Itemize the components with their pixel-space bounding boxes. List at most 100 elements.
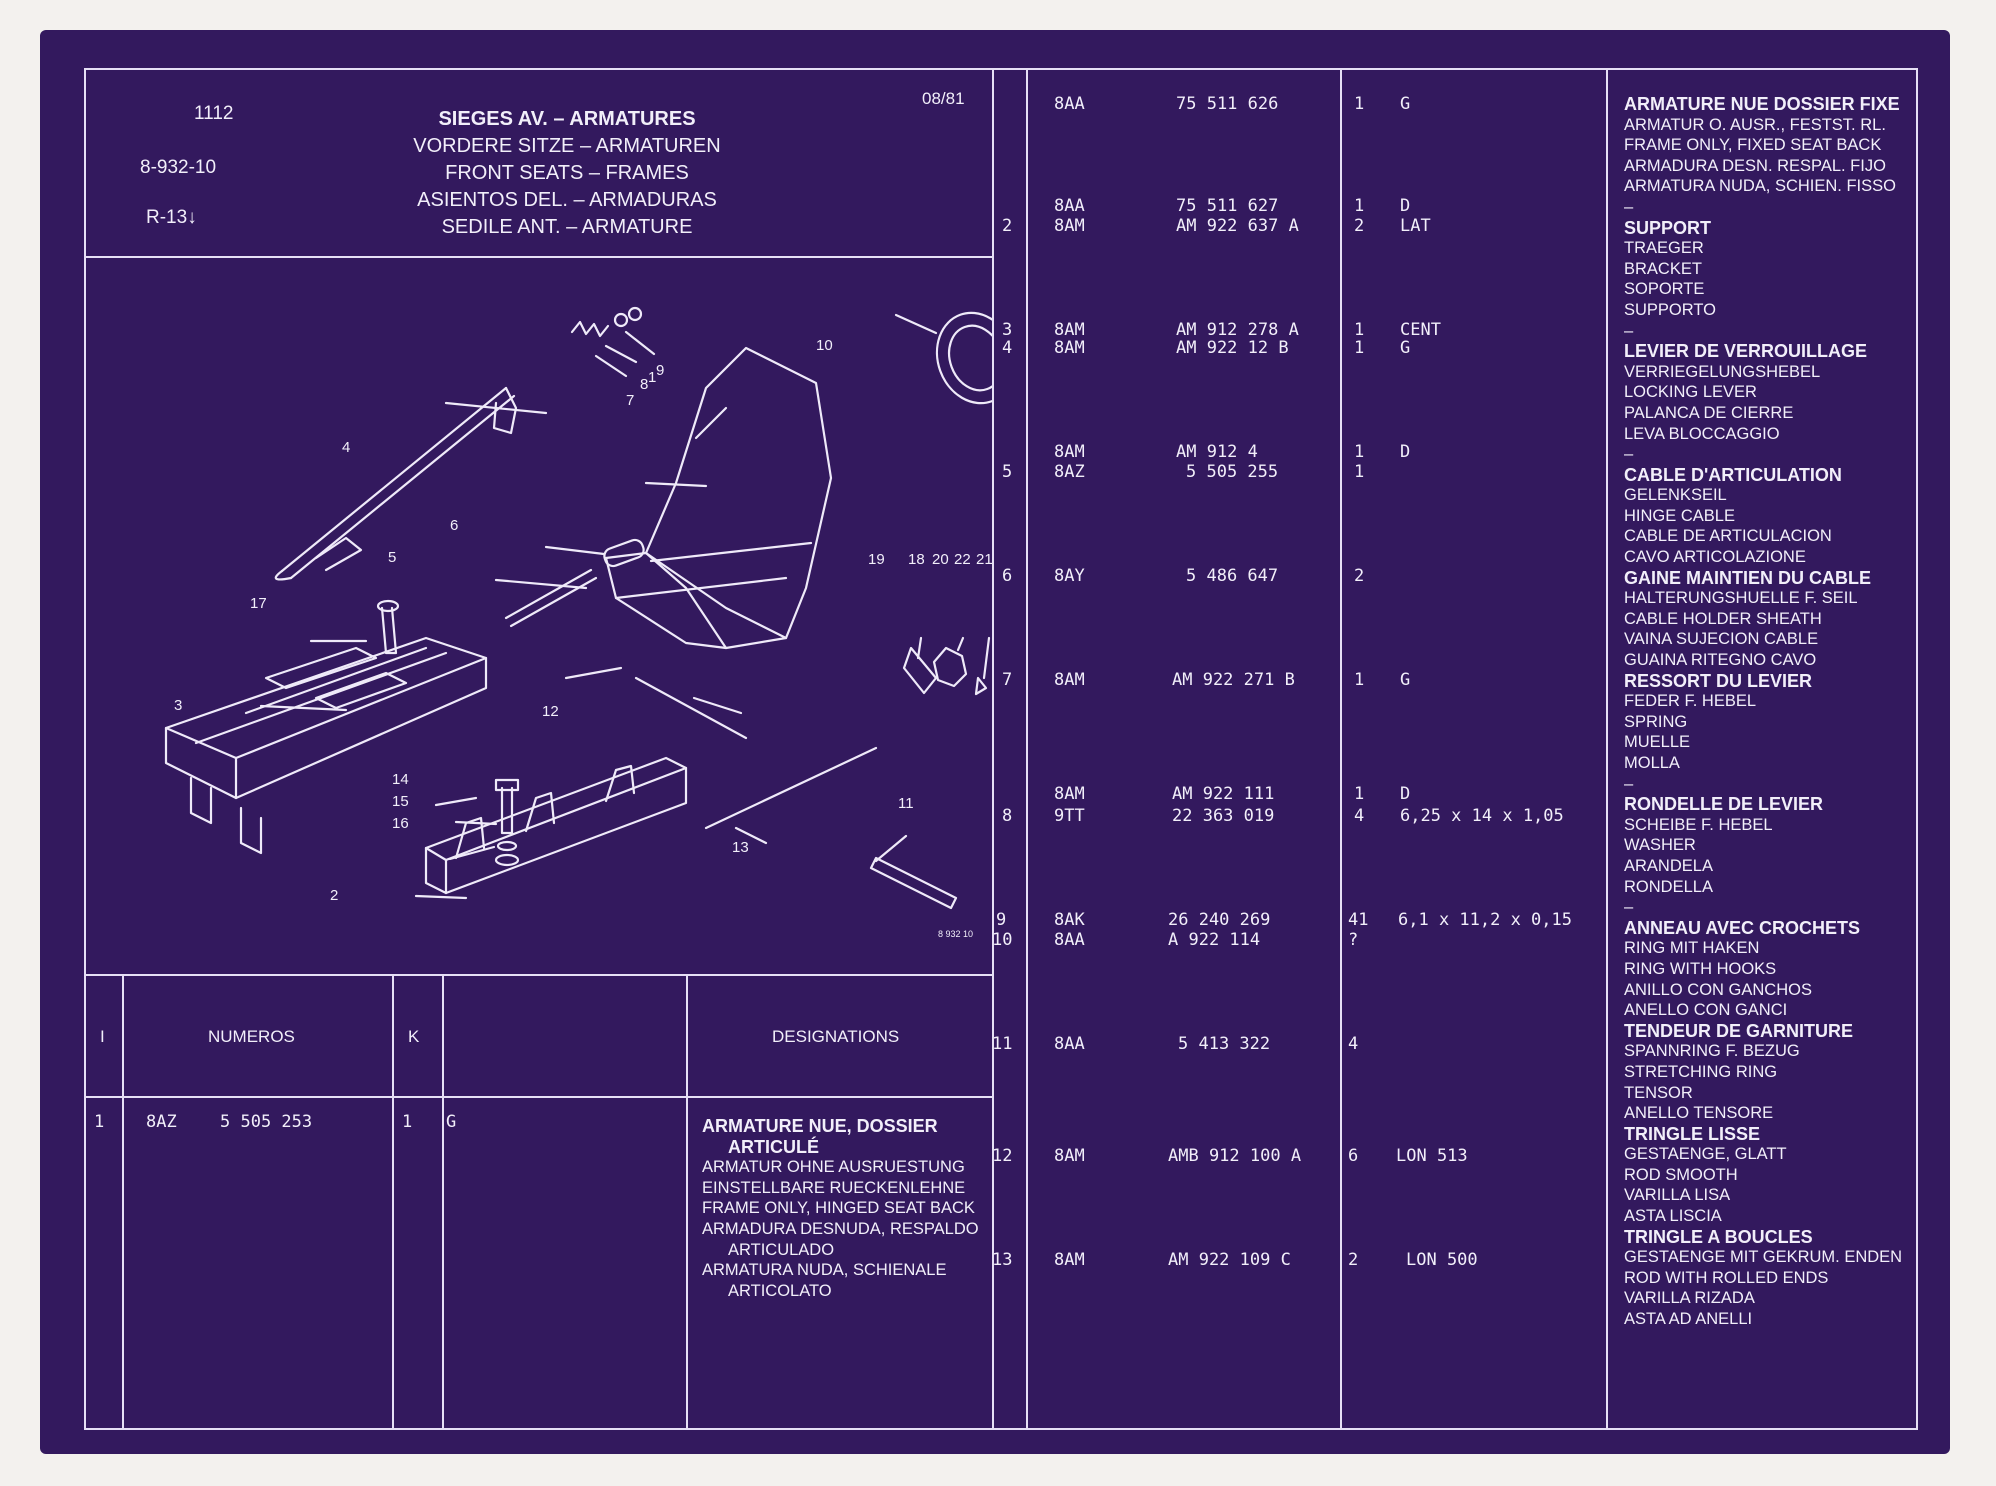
part-qty: 2 [1348,1250,1359,1270]
callout-6: 6 [450,517,459,534]
header-k: K [408,1027,420,1046]
range-text: R-13 [146,207,188,228]
callout-10: 10 [816,337,833,354]
callout-7: 7 [626,392,635,409]
designation-head: ANNEAU AVEC CROCHETS [1624,917,1861,938]
part-note: LON 500 [1406,1250,1478,1270]
part-qty: 1 [1354,670,1365,690]
designation-line: ARMATURA NUDA, SCHIEN. FISSO [1624,177,1896,196]
callout-16: 16 [392,815,409,832]
row-1-desc-line: ARMADURA DESNUDA, RESPALDO [702,1219,979,1238]
row-1-desc-line: ARMATURA NUDA, SCHIENALE [702,1261,947,1280]
col-line-numbers [392,974,394,1428]
divider-diagram [86,974,992,976]
title-fr: SIEGES AV. – ARMATURES [438,108,696,130]
part-prefix: 8AK [1054,910,1085,930]
header-numbers: NUMEROS [208,1027,295,1046]
part-number: AM 922 109 C [1168,1250,1291,1270]
part-number: AM 912 4 [1176,442,1258,462]
callout-22: 22 [954,551,971,568]
drawing-code: 8 932 10 [938,929,974,939]
designation-line: VARILLA RIZADA [1624,1289,1755,1308]
designation-line: ARANDELA [1624,856,1713,875]
part-index: 11 [992,1034,1013,1054]
callout-14: 14 [392,771,409,788]
leader-lines [259,313,991,900]
row-1-prefix: 8AZ [146,1112,177,1132]
callout-13: 13 [732,839,749,856]
row-1-desc-line: ARMATURE NUE, DOSSIER [702,1116,938,1136]
part-index: 9 [996,910,1007,930]
part-qty: 1 [1354,784,1365,804]
part-qty: 2 [1354,566,1365,586]
part-note: G [1400,670,1411,690]
part-qty: ? [1348,930,1359,950]
part-number: 22 363 019 [1172,806,1275,826]
part-number: 5 413 322 [1178,1034,1271,1054]
part-note: D [1400,196,1411,216]
designation-line: CABLE HOLDER SHEATH [1624,609,1822,628]
part-prefix: 8AM [1054,670,1085,690]
designation-line: SCHEIBE F. HEBEL [1624,815,1773,834]
seat-frame-drawing [604,346,833,650]
part-note: CENT [1400,320,1441,340]
callout-15: 15 [392,793,409,810]
row-1-desc-line: ARTICOLATO [728,1281,832,1300]
callout-1: 1 [648,369,657,386]
part-prefix: 8AZ [1054,462,1085,482]
callout-18: 18 [908,551,925,568]
date-stamp: 08/81 [922,89,965,108]
part-number: AM 922 12 B [1176,338,1289,358]
part-index: 7 [1002,670,1013,690]
rail-2-drawing [424,756,688,895]
part-prefix: 8AM [1054,1250,1085,1270]
parts-sheet: 1112 8-932-10 R-13↓ 08/81 SIEGES AV. – A… [40,30,1950,1454]
part-index: 8 [1002,806,1013,826]
ring-10-drawing [935,311,992,405]
part-note: LAT [1400,216,1431,236]
part-note: D [1400,442,1411,462]
bolt-14-drawing [494,778,520,867]
part-number: AM 922 111 [1172,784,1275,804]
part-qty: 41 [1348,910,1369,930]
part-index: 2 [1002,216,1013,236]
designation-line: WASHER [1624,836,1696,855]
spring-drawing [570,306,643,338]
callout-9: 9 [656,362,665,379]
part-index: 10 [992,930,1013,950]
designation-line: RONDELLA [1624,877,1713,896]
row-1-desc-line: FRAME ONLY, HINGED SEAT BACK [702,1199,975,1218]
range: R-13↓ [146,208,197,227]
part-index: 6 [1002,566,1013,586]
part-number: AM 922 637 A [1176,216,1299,236]
designation-group: LEVIER DE VERROUILLAGE VERRIEGELUNGSHEBE… [1624,341,1902,465]
part-qty: 1 [1354,462,1365,482]
sheet-frame: 1112 8-932-10 R-13↓ 08/81 SIEGES AV. – A… [84,68,1918,1430]
designation-group: SUPPORT TRAEGER BRACKET SOPORTE SUPPORTO… [1624,218,1902,342]
part-prefix: 8AM [1054,442,1085,462]
designation-group: TRINGLE LISSE GESTAENGE, GLATT ROD SMOOT… [1624,1124,1902,1227]
exploded-diagram [164,306,992,910]
designation-line: CAVO ARTICOLAZIONE [1624,548,1806,567]
part-qty: 1 [1354,320,1365,340]
designation-group: TENDEUR DE GARNITURE SPANNRING F. BEZUG … [1624,1021,1902,1124]
part-qty: 1 [1354,196,1365,216]
col-line-right-qty [1340,70,1342,1428]
callout-19: 19 [868,551,885,568]
cable-drawing [504,538,645,628]
part-index: 4 [1002,338,1013,358]
part-qty: 4 [1354,806,1365,826]
row-1-number: 5 505 253 [220,1112,313,1132]
designation-line: SPRING [1624,712,1688,731]
part-qty: 2 [1354,216,1365,236]
part-qty: 1 [1354,94,1365,114]
row-1-desc-line: EINSTELLBARE RUECKENLEHNE [702,1178,966,1197]
part-number: 26 240 269 [1168,910,1271,930]
callout-20: 20 [932,551,949,568]
rail-3-drawing [164,636,488,855]
row-1-qty: 1 [402,1112,413,1132]
designation-line: ANELLO TENSORE [1624,1104,1774,1123]
designation-line: PALANCA DE CIERRE [1624,403,1794,422]
header-designations: DESIGNATIONS [772,1027,900,1046]
designation-line: ASTA LISCIA [1624,1207,1722,1226]
